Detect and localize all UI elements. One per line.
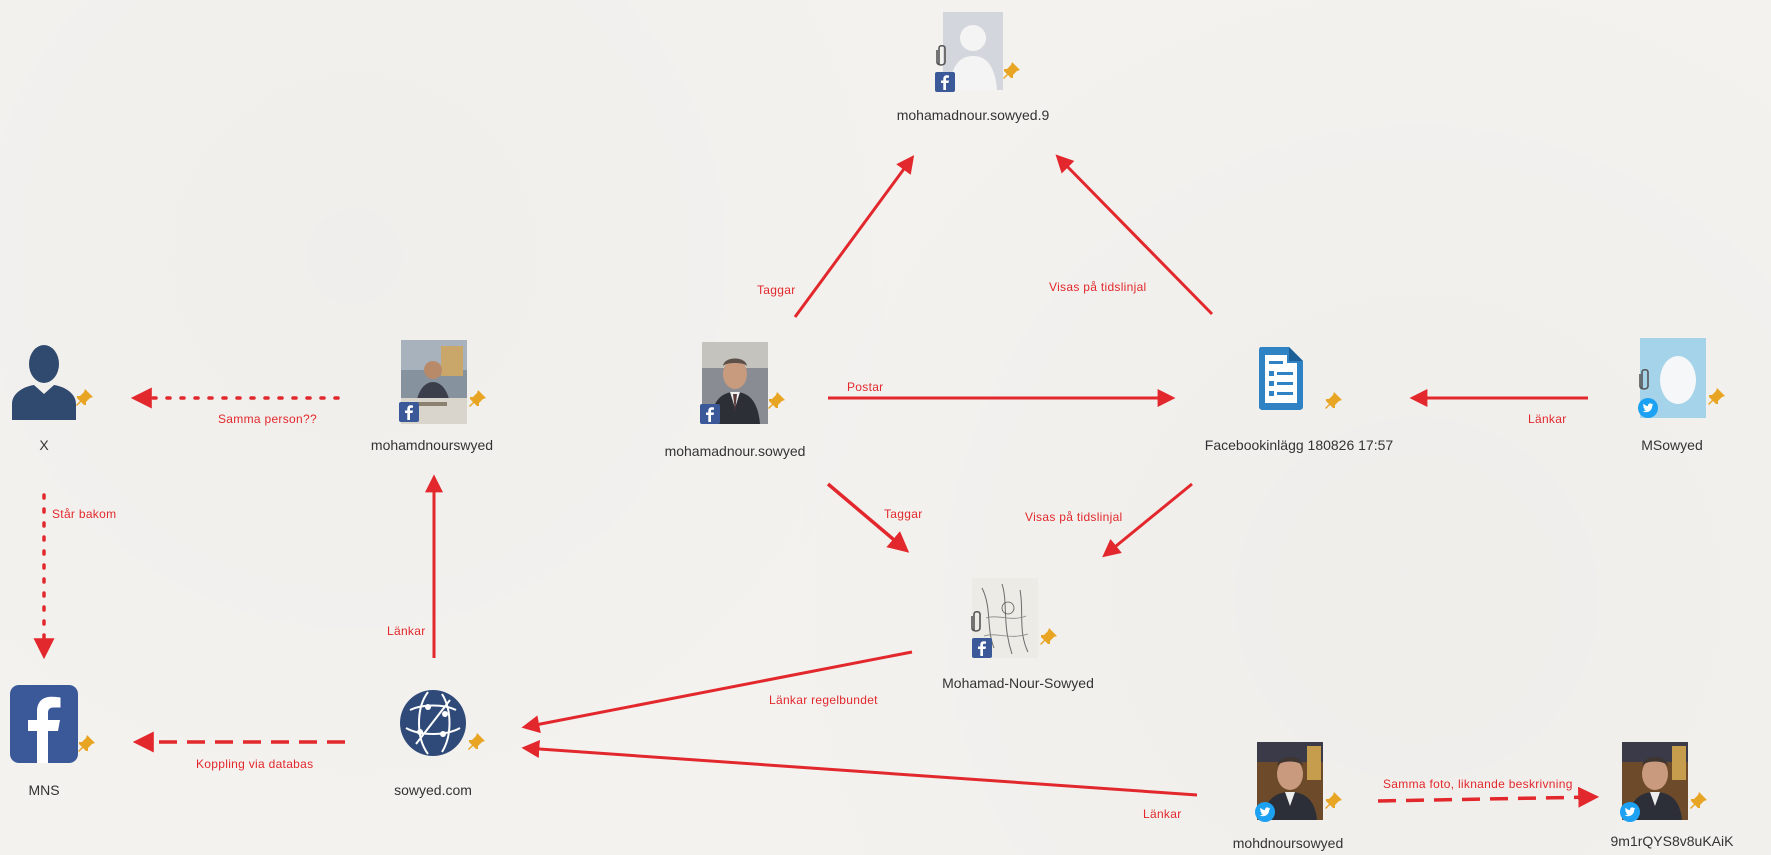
- edge-label-page-site: Länkar regelbundet: [769, 693, 878, 707]
- pin-icon[interactable]: [1325, 792, 1343, 810]
- person-silhouette-icon: [12, 345, 76, 420]
- paperclip-icon: [936, 44, 946, 66]
- pin-icon[interactable]: [1325, 392, 1343, 410]
- globe-network-icon: [400, 690, 466, 756]
- edge-label-mnsold-x: Samma person??: [218, 412, 317, 426]
- node-label-site: sowyed.com: [394, 782, 472, 798]
- facebook-badge-icon: [972, 638, 992, 658]
- node-site[interactable]: [398, 688, 490, 768]
- pin-icon[interactable]: [1003, 62, 1021, 80]
- facebook-badge-icon: [700, 404, 720, 424]
- edge-label-x-mns: Står bakom: [52, 507, 117, 521]
- edge-label-site-mns: Koppling via databas: [196, 757, 314, 771]
- edge-label-tw1-tw2: Samma foto, liknande beskrivning: [1383, 777, 1573, 791]
- edge-post-to-page[interactable]: [1102, 482, 1193, 558]
- facebook-logo-icon: [10, 685, 78, 763]
- node-mnsold[interactable]: [399, 340, 491, 430]
- node-label-fb9: mohamadnour.sowyed.9: [896, 107, 1050, 123]
- twitter-badge-icon: [1255, 802, 1275, 822]
- node-label-msowyed: MSowyed: [1641, 437, 1703, 453]
- pin-icon[interactable]: [78, 735, 96, 753]
- edge-tw1-to-tw2[interactable]: [1377, 786, 1600, 808]
- edge-post-to-fb9[interactable]: [1055, 154, 1214, 316]
- edge-main-to-page[interactable]: [826, 482, 910, 553]
- pin-icon[interactable]: [768, 392, 786, 410]
- node-tw1[interactable]: [1255, 742, 1347, 830]
- edge-label-main-page: Taggar: [884, 507, 923, 521]
- node-post[interactable]: [1255, 345, 1345, 425]
- twitter-badge-icon: [1638, 398, 1658, 418]
- paperclip-icon: [971, 610, 981, 632]
- node-x[interactable]: [8, 342, 100, 422]
- profile-photo-man: [702, 342, 768, 424]
- pin-icon[interactable]: [1040, 628, 1058, 646]
- twitter-badge-icon: [1620, 802, 1640, 822]
- node-label-mns: MNS: [28, 782, 60, 798]
- node-mns[interactable]: [10, 685, 102, 765]
- node-label-x: X: [39, 437, 49, 453]
- edge-label-post-fb9: Visas på tidslinjal: [1049, 280, 1147, 294]
- node-label-main: mohamadnour.sowyed: [664, 443, 806, 459]
- facebook-badge-icon: [399, 402, 419, 422]
- facebook-badge-icon: [935, 72, 955, 92]
- node-label-post: Facebookinlägg 180826 17:57: [1204, 437, 1394, 453]
- pin-icon[interactable]: [468, 733, 486, 751]
- node-label-page: Mohamad-Nour-Sowyed: [942, 675, 1094, 691]
- node-label-tw2: 9m1rQYS8v8uKAiK: [1610, 833, 1734, 849]
- edge-label-post-page: Visas på tidslinjal: [1025, 510, 1123, 524]
- edge-label-main-fb9: Taggar: [757, 283, 796, 297]
- pin-icon[interactable]: [469, 390, 487, 408]
- pin-icon[interactable]: [76, 389, 94, 407]
- node-label-tw1: mohdnoursowyed: [1232, 835, 1344, 851]
- edge-page-to-site[interactable]: [521, 650, 913, 734]
- document-icon: [1259, 347, 1303, 410]
- node-label-mnsold: mohamdnourswyed: [370, 437, 494, 453]
- node-msowyed[interactable]: [1638, 338, 1730, 426]
- node-main[interactable]: [700, 342, 792, 432]
- edge-tw1-to-site[interactable]: [521, 740, 1198, 797]
- node-page[interactable]: [970, 578, 1062, 668]
- paperclip-icon: [1639, 368, 1649, 390]
- edge-label-tw1-site: Länkar: [1143, 807, 1182, 821]
- node-fb9[interactable]: [935, 12, 1020, 102]
- edge-label-main-post: Postar: [847, 380, 884, 394]
- edge-label-site-mnsold: Länkar: [387, 624, 426, 638]
- pin-icon[interactable]: [1690, 792, 1708, 810]
- node-tw2[interactable]: [1620, 742, 1712, 830]
- edge-label-msowyed-post: Länkar: [1528, 412, 1567, 426]
- pin-icon[interactable]: [1708, 388, 1726, 406]
- edge-main-to-fb9[interactable]: [793, 155, 915, 318]
